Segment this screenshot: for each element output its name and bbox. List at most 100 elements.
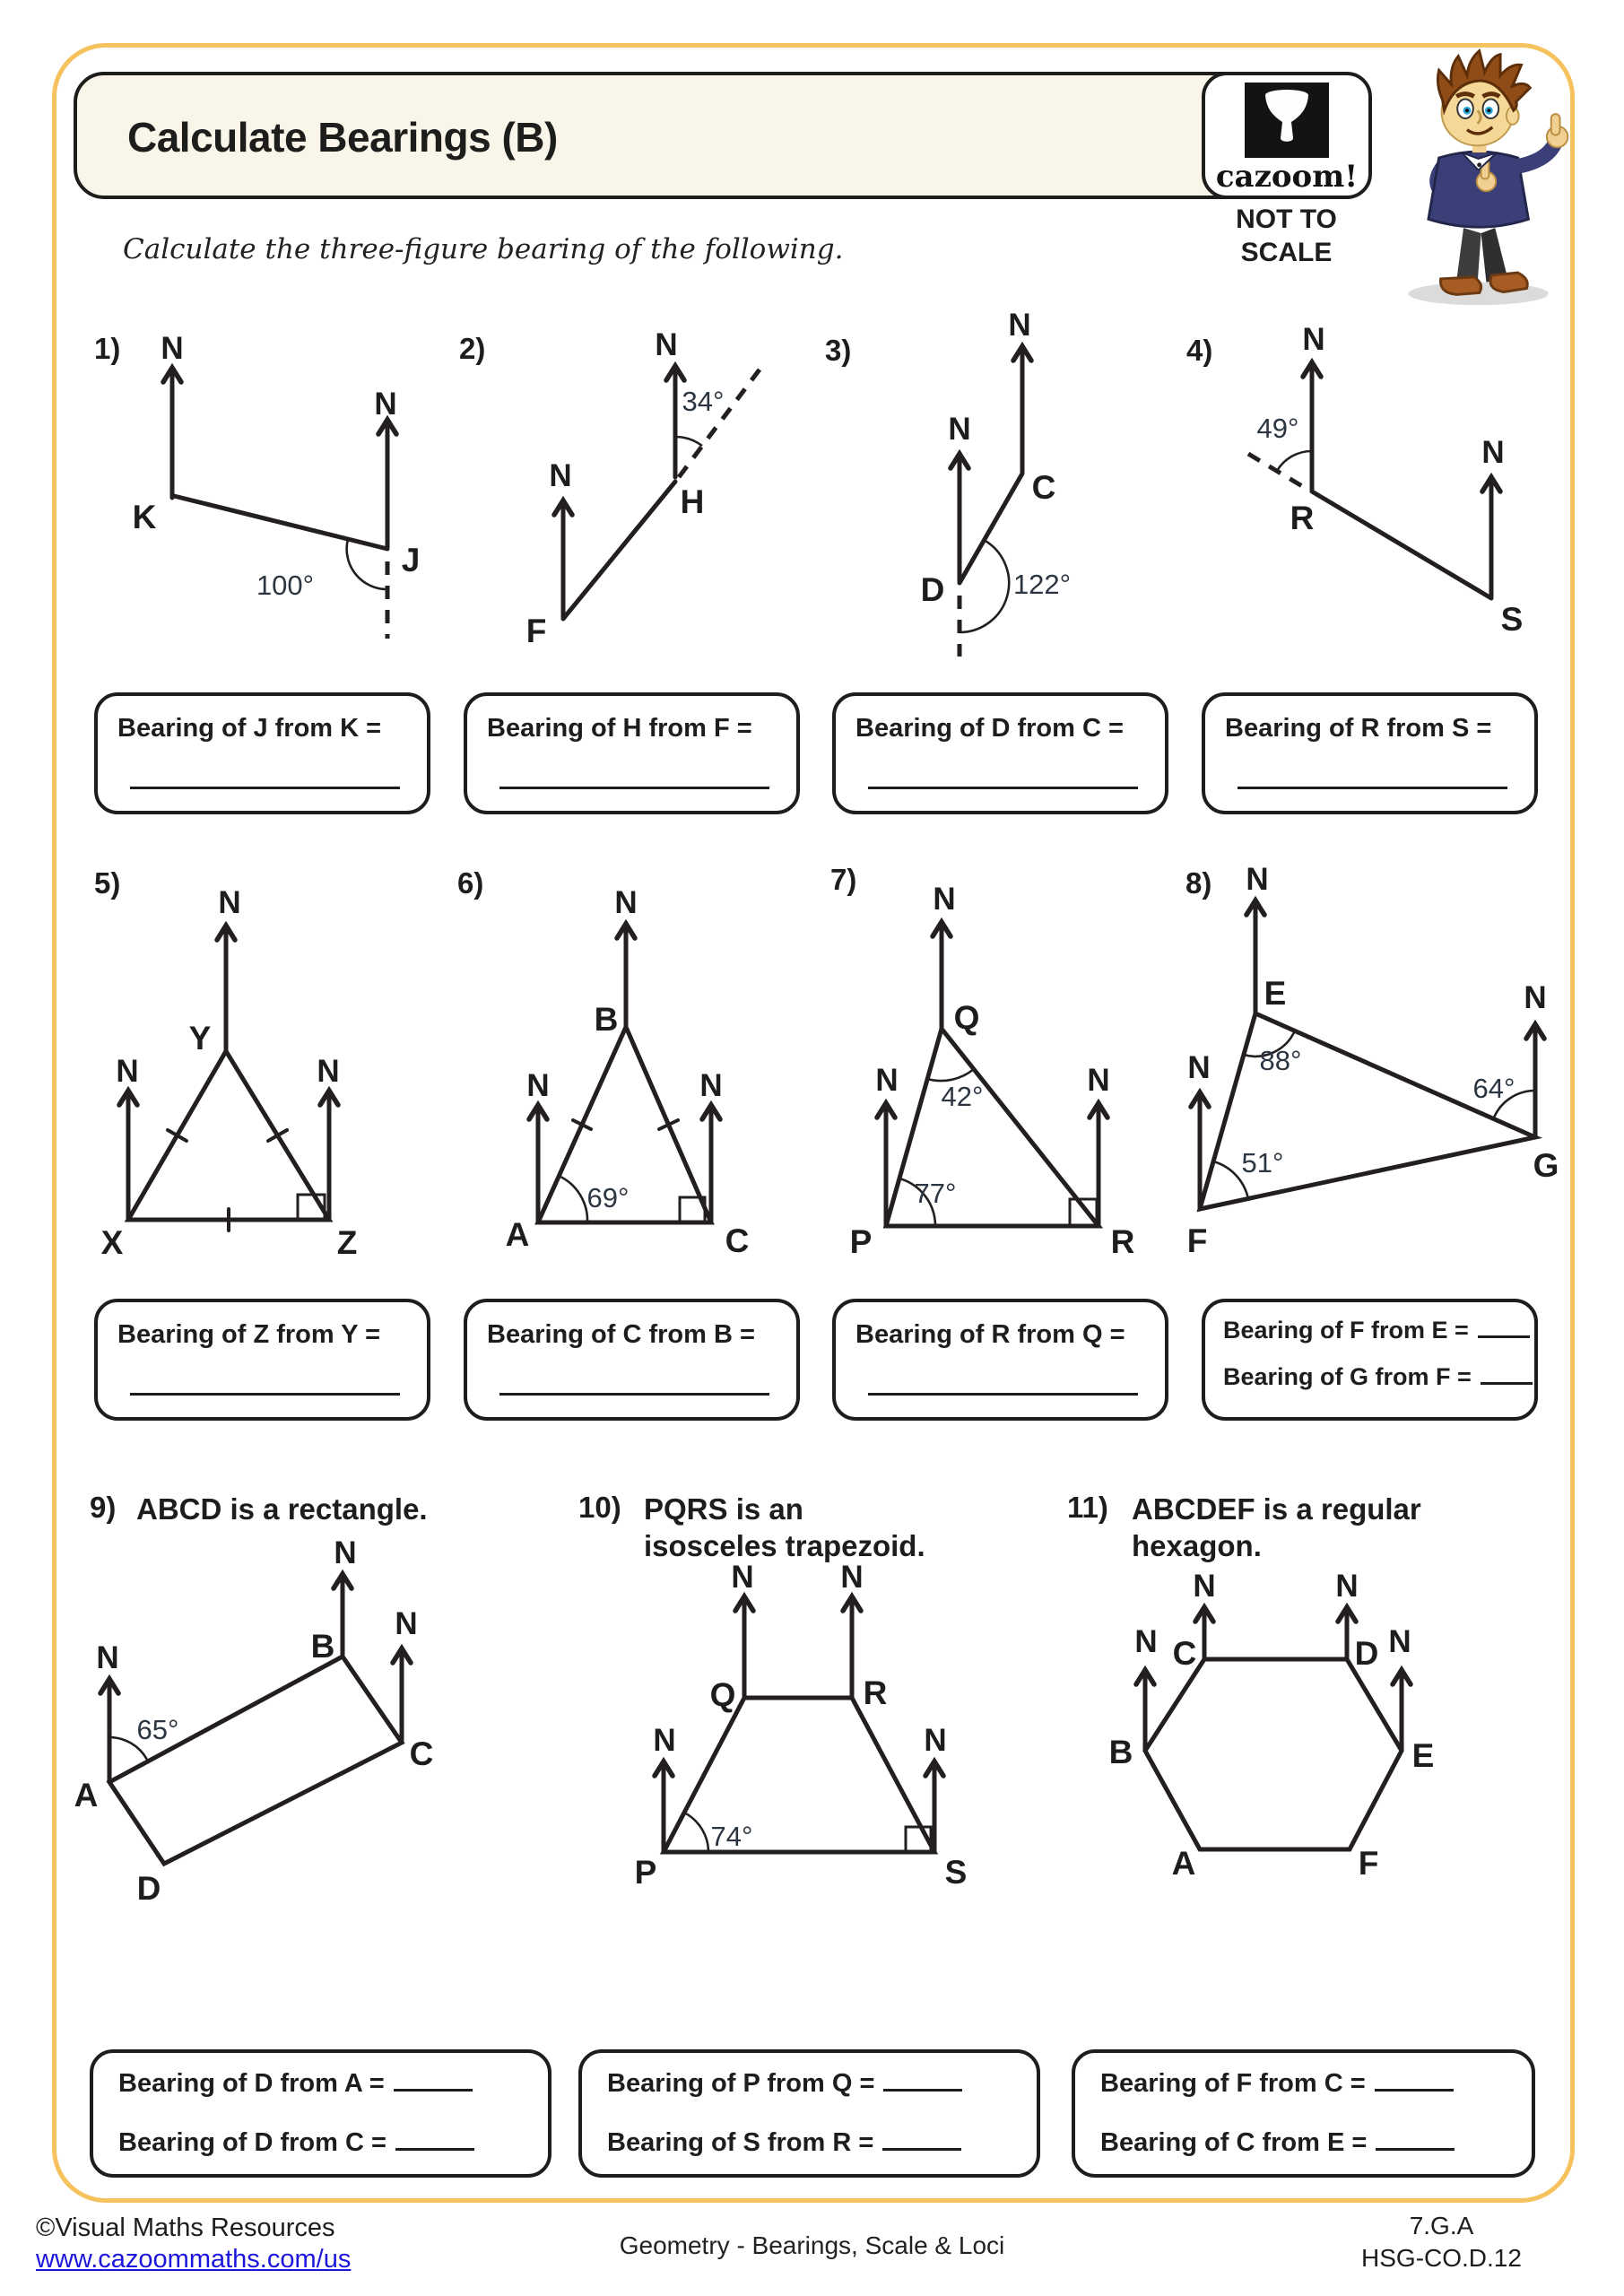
north-label: N — [1302, 322, 1324, 357]
north-arrow-Q — [733, 1591, 756, 1613]
trapezoid-PQRS — [659, 1695, 939, 1855]
answer-label: Bearing of F from C = — [1100, 2069, 1366, 2098]
north-arrow-G — [1524, 1019, 1547, 1041]
vertex-label-P: P — [635, 1854, 657, 1891]
vertex-label-S: S — [945, 1854, 968, 1891]
rectangle-ABCD — [106, 1653, 405, 1867]
north-label: N — [1134, 1624, 1157, 1659]
answer-blank[interactable] — [868, 1393, 1138, 1396]
answer-label: Bearing of D from C = — [855, 714, 1124, 743]
vertex-label-H: H — [681, 483, 705, 520]
north-label: N — [875, 1063, 898, 1098]
north-label: N — [317, 1054, 339, 1089]
angle-label: 34° — [682, 386, 725, 417]
dashed-extension-R — [1246, 451, 1308, 491]
problem-8-diagram: N N N E F G 88° 51° 64° — [1187, 862, 1559, 1259]
triangle-PQR — [882, 1023, 1104, 1229]
answer-blank[interactable] — [499, 787, 769, 789]
vertex-label-J: J — [402, 542, 421, 578]
north-arrow-C — [1193, 1602, 1216, 1624]
vertex-label-P: P — [850, 1223, 873, 1260]
vertex-label-X: X — [101, 1224, 124, 1261]
answer-blank[interactable] — [868, 787, 1138, 789]
north-label: N — [1388, 1624, 1411, 1659]
answer-blank[interactable] — [130, 1393, 400, 1396]
answer-blank[interactable] — [1376, 2148, 1455, 2151]
answer-blank[interactable] — [1238, 787, 1507, 789]
problem-7-diagram: N N N P Q R 42° 77° — [850, 882, 1135, 1260]
answer-box-11: Bearing of F from C = Bearing of C from … — [1072, 2049, 1535, 2178]
vertex-label-D: D — [137, 1870, 161, 1907]
angle-label: 77° — [915, 1178, 957, 1209]
mascot-illustration — [1408, 48, 1569, 306]
north-label: N — [924, 1723, 946, 1758]
angle-arc-D — [959, 538, 1011, 634]
problem-9-diagram: N N N A B C D 65° — [74, 1535, 434, 1907]
answer-blank[interactable] — [883, 2089, 963, 2092]
segment-DC — [957, 471, 1025, 586]
north-label: N — [655, 327, 677, 362]
answer-label: Bearing of C from B = — [487, 1320, 755, 1349]
tick-mark — [166, 1128, 188, 1143]
angle-arc-F — [1212, 1160, 1250, 1200]
north-label: N — [840, 1560, 863, 1595]
answer-blank[interactable] — [130, 787, 400, 789]
angle-arc-E — [1243, 1030, 1297, 1058]
north-arrow-F — [551, 495, 575, 517]
north-arrow-R — [840, 1591, 864, 1613]
vertex-label-C: C — [1032, 469, 1056, 506]
answer-label: Bearing of Z from Y = — [117, 1320, 381, 1349]
answer-box-10: Bearing of P from Q = Bearing of S from … — [578, 2049, 1040, 2178]
north-label: N — [395, 1606, 417, 1641]
answer-blank[interactable] — [1374, 2089, 1454, 2092]
answer-blank[interactable] — [499, 1393, 769, 1396]
north-arrow-F — [1188, 1087, 1211, 1109]
north-arrow-B — [614, 918, 638, 941]
north-label: N — [161, 331, 183, 366]
north-arrow-P — [874, 1098, 898, 1120]
answer-box-1: Bearing of J from K = — [94, 692, 430, 814]
north-arrow-B — [331, 1569, 354, 1591]
north-label: N — [731, 1560, 753, 1595]
vertex-label-R: R — [864, 1674, 888, 1711]
problem-number-1: 1) — [94, 332, 121, 365]
north-label: N — [1087, 1063, 1109, 1098]
problem-10-diagram: N N N N P Q R S 74° — [635, 1560, 968, 1891]
website-link[interactable]: www.cazoommaths.com/us — [36, 2245, 352, 2274]
angle-label: 42° — [942, 1081, 984, 1112]
north-label: N — [96, 1640, 118, 1675]
north-label: N — [334, 1535, 356, 1570]
angle-label: 51° — [1242, 1147, 1284, 1178]
north-label: N — [1246, 862, 1268, 897]
answer-blank[interactable] — [1480, 1382, 1533, 1385]
vertex-label-Q: Q — [954, 999, 980, 1036]
vertex-label-K: K — [133, 499, 157, 535]
answer-box-3: Bearing of D from C = — [832, 692, 1168, 814]
instruction-text: Calculate the three-figure bearing of th… — [123, 233, 844, 265]
north-arrow-Q — [930, 917, 953, 939]
north-label: N — [1193, 1569, 1215, 1604]
vertex-label-G: G — [1533, 1147, 1559, 1184]
problem-number-8: 8) — [1185, 866, 1212, 900]
north-label: N — [699, 1068, 722, 1103]
north-arrow-A — [98, 1674, 121, 1696]
north-arrow-H — [664, 361, 687, 383]
right-angle-mark-C — [678, 1196, 707, 1222]
north-label: N — [614, 885, 637, 920]
angle-label: 49° — [1257, 413, 1299, 444]
north-label: N — [526, 1068, 549, 1103]
vertex-label-B: B — [595, 1001, 619, 1038]
answer-blank[interactable] — [882, 2148, 962, 2151]
angle-arc-G — [1492, 1089, 1536, 1118]
standard-code-1: 7.G.A — [1409, 2212, 1474, 2239]
tick-mark — [657, 1118, 680, 1131]
answer-box-2: Bearing of H from F = — [464, 692, 800, 814]
vertex-label-A: A — [506, 1216, 530, 1253]
answer-blank[interactable] — [393, 2089, 473, 2092]
vertex-label-A: A — [74, 1777, 99, 1813]
answer-box-5: Bearing of Z from Y = — [94, 1299, 430, 1421]
answer-blank[interactable] — [395, 2148, 474, 2151]
answer-blank[interactable] — [1477, 1335, 1530, 1338]
vertex-label-D: D — [1355, 1635, 1379, 1672]
north-arrow-Z — [317, 1085, 341, 1108]
